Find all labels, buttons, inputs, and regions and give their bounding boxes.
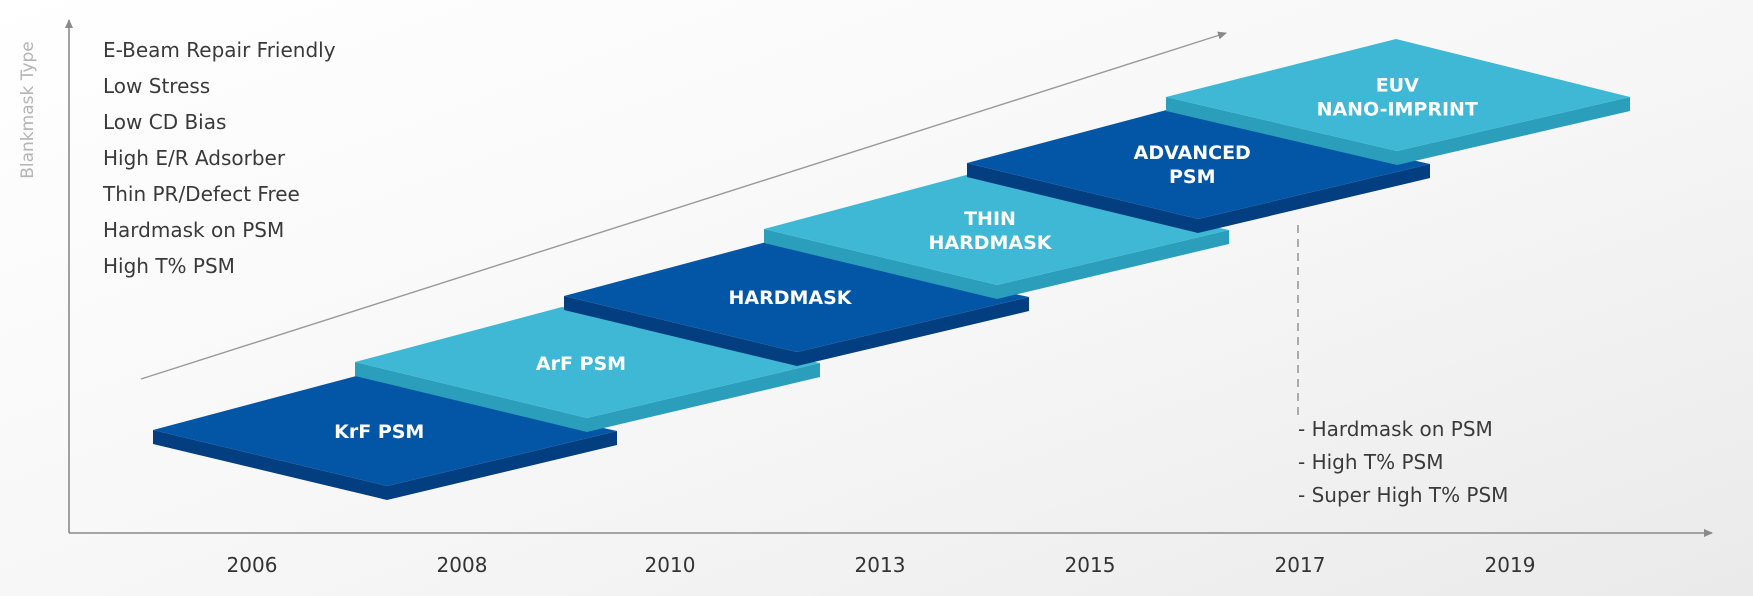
step-label: HARDMASK — [928, 232, 1052, 254]
step-label: PSM — [1169, 166, 1216, 188]
step-label: ArF PSM — [536, 353, 626, 375]
step-hardmask-top — [564, 241, 1029, 352]
step-label: EUV — [1376, 75, 1419, 97]
step-advanced-psm-edge — [967, 163, 1430, 233]
y-axis-title: Blankmask Type — [18, 41, 38, 179]
year-label-2006: 2006 — [226, 553, 278, 577]
year-label-2008: 2008 — [436, 553, 488, 577]
feature-item: High E/R Adsorber — [103, 146, 286, 170]
feature-item: Low Stress — [103, 74, 211, 98]
trend-arrow — [140, 31, 1227, 380]
step-hardmask-edge — [564, 296, 1029, 366]
future-notes-list: - Hardmask on PSM - High T% PSM - Super … — [1298, 413, 1508, 512]
year-label-2019: 2019 — [1484, 553, 1536, 577]
step-thin-hardmask-edge — [764, 229, 1229, 299]
feature-item: High T% PSM — [103, 254, 235, 278]
step-label: KrF PSM — [334, 421, 424, 443]
step-label: NANO-IMPRINT — [1317, 99, 1478, 121]
note-item: - Hardmask on PSM — [1298, 417, 1493, 441]
year-label-2015: 2015 — [1064, 553, 1116, 577]
step-krf-psm: KrF PSM — [153, 375, 617, 500]
step-label: ADVANCED — [1134, 142, 1251, 164]
step-arf-psm: ArF PSM — [355, 307, 820, 432]
step-arf-psm-edge — [355, 362, 820, 432]
note-item: - High T% PSM — [1298, 450, 1444, 474]
step-euv-nano-imprint-top — [1166, 39, 1630, 151]
step-label: HARDMASK — [728, 287, 852, 309]
step-thin-hardmask-top — [764, 174, 1229, 285]
feature-item: Thin PR/Defect Free — [103, 182, 300, 206]
year-label-2013: 2013 — [854, 553, 906, 577]
step-krf-psm-edge — [153, 430, 617, 500]
feature-item: Hardmask on PSM — [103, 218, 285, 242]
feature-list: E-Beam Repair Friendly Low Stress Low CD… — [103, 32, 336, 284]
step-euv-nano-imprint-edge — [1166, 97, 1630, 165]
year-label-2010: 2010 — [644, 553, 696, 577]
note-item: - Super High T% PSM — [1298, 483, 1509, 507]
step-hardmask: HARDMASK — [564, 241, 1029, 366]
step-label: THIN — [964, 208, 1016, 230]
step-arf-psm-top — [355, 307, 820, 418]
year-label-2017: 2017 — [1274, 553, 1326, 577]
feature-item: E-Beam Repair Friendly — [103, 38, 336, 62]
feature-item: Low CD Bias — [103, 110, 227, 134]
step-advanced-psm-top — [967, 108, 1430, 219]
step-krf-psm-top — [153, 375, 617, 486]
